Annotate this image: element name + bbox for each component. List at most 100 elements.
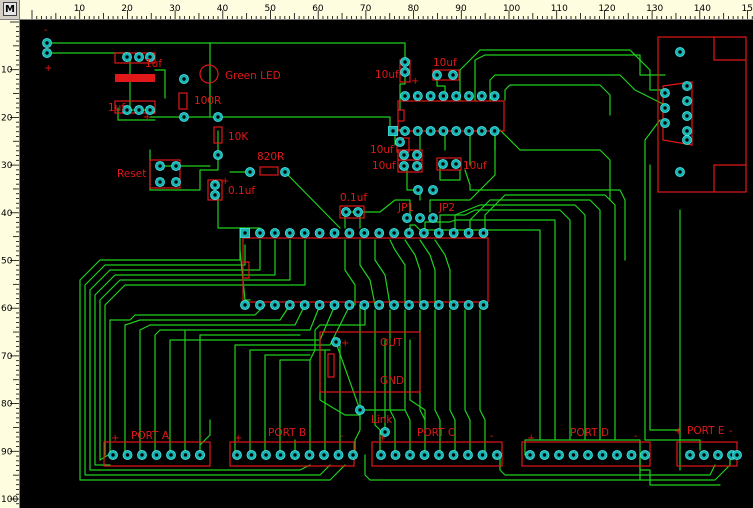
pad	[433, 449, 445, 461]
pad	[154, 160, 166, 172]
pad	[154, 176, 166, 188]
top-ruler-tick-label: 10	[74, 4, 86, 14]
pad	[553, 449, 565, 461]
svg-text:+: +	[341, 338, 349, 349]
label-1uf-a: 1uf	[145, 58, 162, 70]
top-ruler-tick-label: 40	[217, 4, 229, 14]
svg-text:-: -	[729, 426, 733, 437]
pad	[178, 73, 190, 85]
left-ruler-tick-label: 50	[1, 257, 13, 267]
label-port-d: PORT D	[570, 427, 609, 439]
max232-chip-outline	[397, 100, 505, 132]
left-ruler-tick-label: 20	[1, 113, 13, 123]
top-ruler-tick-label: 20	[121, 4, 133, 14]
units-toggle-button[interactable]: M	[3, 2, 17, 16]
pad	[299, 227, 310, 239]
label-port-b: PORT B	[268, 427, 306, 439]
pad	[354, 404, 366, 416]
left-ruler-tick-label: 80	[1, 400, 13, 410]
label-10uf-d: 10uf	[372, 160, 396, 172]
top-ruler-tick-label: 110	[551, 4, 568, 14]
pad	[122, 449, 133, 461]
pad	[170, 160, 182, 172]
pad	[231, 449, 243, 461]
pad	[524, 449, 536, 461]
copper-traces	[46, 42, 731, 486]
pad	[698, 449, 710, 461]
pad	[404, 449, 416, 461]
svg-text:+: +	[143, 112, 151, 123]
regulator-outline	[319, 331, 421, 393]
pad	[463, 90, 475, 102]
pad	[170, 176, 182, 188]
pad	[254, 227, 266, 239]
pad	[451, 125, 462, 137]
pad	[659, 102, 671, 114]
top-ruler-tick-label: 120	[598, 4, 615, 14]
pad	[284, 299, 295, 311]
svg-text:-: -	[199, 431, 203, 442]
pad	[411, 149, 423, 161]
pad	[136, 449, 148, 461]
pad	[387, 125, 399, 137]
pad	[329, 227, 340, 239]
pad	[394, 136, 406, 148]
pad	[438, 90, 449, 102]
left-ruler-tick-label: 60	[1, 304, 13, 314]
pad	[178, 111, 190, 123]
label-out: OUT	[380, 337, 403, 349]
pad	[284, 227, 295, 239]
pad	[674, 166, 686, 178]
pad	[463, 299, 474, 311]
pad	[244, 166, 256, 178]
pad	[450, 158, 462, 170]
pad	[448, 449, 459, 461]
label-jp2: JP2	[438, 202, 455, 214]
pad	[289, 449, 301, 461]
label-1uf-b: 1uf	[108, 102, 125, 114]
pad	[451, 90, 462, 102]
pad	[582, 449, 594, 461]
pad	[674, 46, 686, 58]
pad	[418, 299, 429, 311]
pad	[209, 179, 221, 191]
pad	[681, 110, 693, 122]
pad	[212, 111, 224, 123]
pad	[463, 125, 475, 137]
pad	[448, 227, 459, 239]
pad	[611, 449, 623, 461]
top-ruler-tick-label: 60	[312, 4, 324, 14]
pad	[333, 449, 344, 461]
pad	[399, 125, 411, 137]
label-10uf-b: 10uf	[433, 57, 457, 69]
svg-text:+: +	[44, 63, 52, 74]
pad	[344, 299, 355, 311]
pad	[438, 125, 449, 137]
label-10uf-e: 10uf	[463, 160, 487, 172]
pad	[425, 125, 436, 137]
svg-text:-: -	[634, 431, 638, 442]
top-ruler-tick-label: 140	[694, 4, 711, 14]
pad	[427, 184, 439, 196]
pad	[269, 227, 280, 239]
pad	[448, 299, 459, 311]
pad	[359, 227, 370, 239]
label-100r: 100R	[194, 95, 221, 107]
pad	[681, 80, 693, 92]
pcb-board[interactable]: Green LED 100R 10K 820R Reset 0.1uf 0.1u…	[20, 20, 753, 508]
pad	[681, 125, 693, 137]
label-port-a: PORT A	[131, 430, 170, 442]
pad	[239, 227, 251, 239]
pad	[389, 299, 400, 311]
top-ruler-tick-label: 80	[408, 4, 420, 14]
pad	[275, 449, 286, 461]
pad	[374, 227, 385, 239]
pad	[478, 299, 489, 311]
pad	[165, 449, 177, 461]
pad	[399, 90, 411, 102]
pcb-layout: Green LED 100R 10K 820R Reset 0.1uf 0.1u…	[41, 25, 747, 486]
svg-text:+: +	[234, 433, 242, 444]
pad	[626, 449, 637, 461]
pad	[491, 449, 503, 461]
pad	[418, 227, 429, 239]
